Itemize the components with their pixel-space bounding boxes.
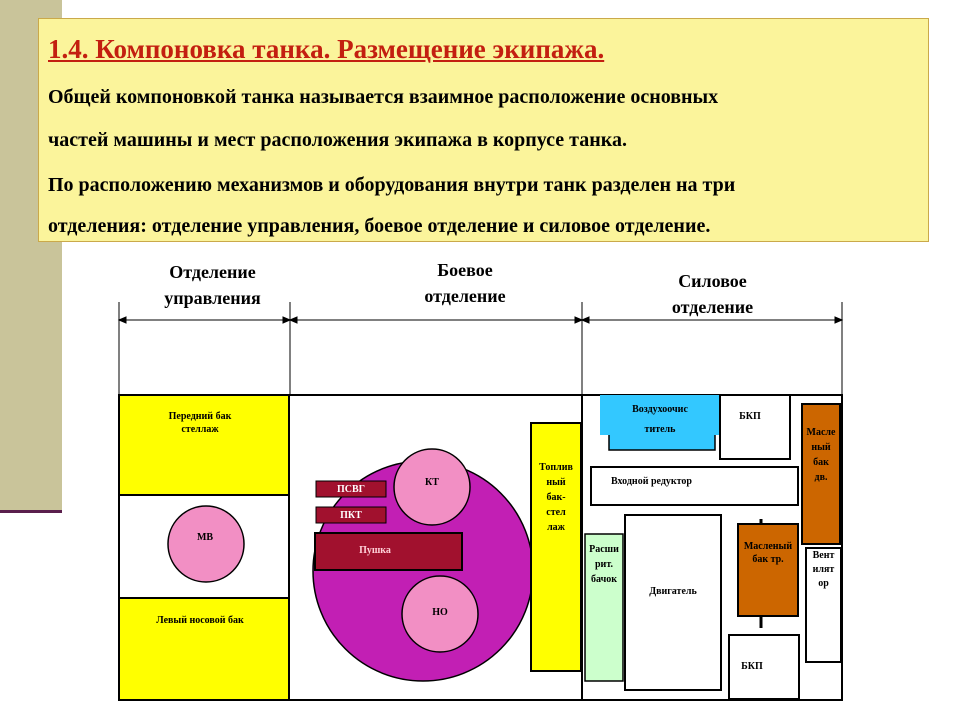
dim-arrow (834, 316, 844, 324)
fan-label: Вент илят ор (807, 549, 840, 591)
paragraph-line-4: отделения: отделение управления, боевое … (48, 215, 711, 237)
expansion-tank-label-line-1: Расши (589, 544, 619, 555)
oil-tank-transmission-label-line-1: Масленый (743, 541, 793, 552)
psvg-box (315, 480, 387, 498)
mv-label: МВ (196, 532, 214, 543)
no-label: НО (432, 607, 448, 618)
header-box (38, 18, 929, 242)
dim-arrow (288, 316, 298, 324)
section-control-line-2: управления (164, 288, 261, 308)
no-seat (401, 575, 479, 653)
oil-tank-transmission (737, 523, 799, 617)
expansion-tank-label-line-3: бачок (590, 574, 617, 585)
bkp-bottom-box (728, 634, 800, 700)
gun-box (314, 532, 463, 571)
input-reducer-label: Входной редуктор (611, 476, 692, 487)
paragraph-line-2: частей машины и мест расположения экипаж… (48, 129, 627, 151)
dim-arrow (282, 316, 292, 324)
oil-tank-engine-label-line-1: Масле (806, 427, 836, 438)
section-combat-line-1: Боевое (437, 260, 493, 280)
paragraph-line-3: По расположению механизмов и оборудовани… (48, 174, 736, 196)
front-tank-rack (118, 394, 290, 496)
fan-label-line-1: Вент (812, 550, 835, 561)
fuel-rack (530, 422, 582, 672)
section-power-line-2: отделение (671, 297, 754, 317)
fan-label-line-2: илят (812, 564, 835, 575)
section-control-line-1: Отделение (169, 262, 256, 282)
expansion-tank (584, 533, 624, 682)
oil-tank-transmission-label: Масленый бак тр. (738, 540, 798, 566)
air-cleaner-label: Воздухоочис титель (610, 400, 710, 440)
oil-tank-transmission-label-line-2: бак тр. (752, 554, 784, 565)
kt-label: КТ (425, 477, 439, 488)
oil-tank-engine-label-line-3: бак (813, 457, 829, 468)
oil-tank-engine-label-line-2: ный (811, 442, 831, 453)
pkt-box (315, 506, 387, 524)
front-tank-label: Передний бак стеллаж (135, 410, 265, 436)
page-title: 1.4. Компоновка танка. Размещение экипаж… (48, 34, 605, 64)
pkt-label: ПКТ (340, 510, 362, 521)
front-tank-label-line-1: Передний бак (168, 411, 232, 422)
input-reducer-box (590, 466, 799, 506)
side-decor-line (0, 510, 62, 513)
bkp-top-box (719, 394, 791, 460)
fuel-rack-label-line-4: стел (546, 507, 566, 518)
oil-tank-engine-label: Масле ный бак дв. (804, 425, 838, 485)
fuel-rack-label-line-3: бак- (546, 492, 566, 503)
fuel-rack-label-line-2: ный (546, 477, 566, 488)
fuel-rack-label-line-1: Топлив (539, 462, 573, 473)
section-power-label: Силовое отделение (640, 268, 785, 320)
left-nose-tank-label: Левый носовой бак (156, 615, 244, 626)
air-cleaner-label-line-1: Воздухоочис (632, 404, 688, 415)
fan-label-line-3: ор (818, 578, 829, 589)
dim-arrow (574, 316, 584, 324)
fuel-rack-label: Топлив ный бак- стел лаж (533, 460, 579, 535)
psvg-label: ПСВГ (336, 484, 366, 495)
section-power-line-1: Силовое (678, 271, 747, 291)
fan-box (805, 547, 842, 663)
air-cleaner-top (600, 395, 721, 435)
fuel-rack-label-line-5: лаж (547, 522, 565, 533)
section-combat-label: Боевое отделение (395, 257, 535, 309)
gun-label: Пушка (359, 545, 391, 556)
section-combat-line-2: отделение (424, 286, 506, 306)
section-control-label: Отделение управления (130, 259, 295, 311)
paragraph-line-1: Общей компоновкой танка называется взаим… (48, 86, 719, 108)
oil-tank-engine (801, 403, 841, 545)
kt-seat (393, 448, 471, 526)
dim-arrow (580, 316, 590, 324)
engine-box (624, 514, 722, 691)
air-cleaner-label-line-2: титель (644, 424, 676, 435)
expansion-tank-label: Расши рит. бачок (586, 542, 622, 587)
bkp-top-label: БКП (739, 411, 761, 422)
expansion-tank-label-line-2: рит. (595, 559, 613, 570)
dim-arrow (117, 316, 127, 324)
bkp-bottom-label: БКП (741, 661, 763, 672)
mv-seat (167, 505, 245, 583)
engine-label: Двигатель (649, 586, 697, 597)
front-tank-label-line-2: стеллаж (181, 424, 219, 435)
oil-tank-engine-label-line-4: дв. (814, 472, 828, 483)
